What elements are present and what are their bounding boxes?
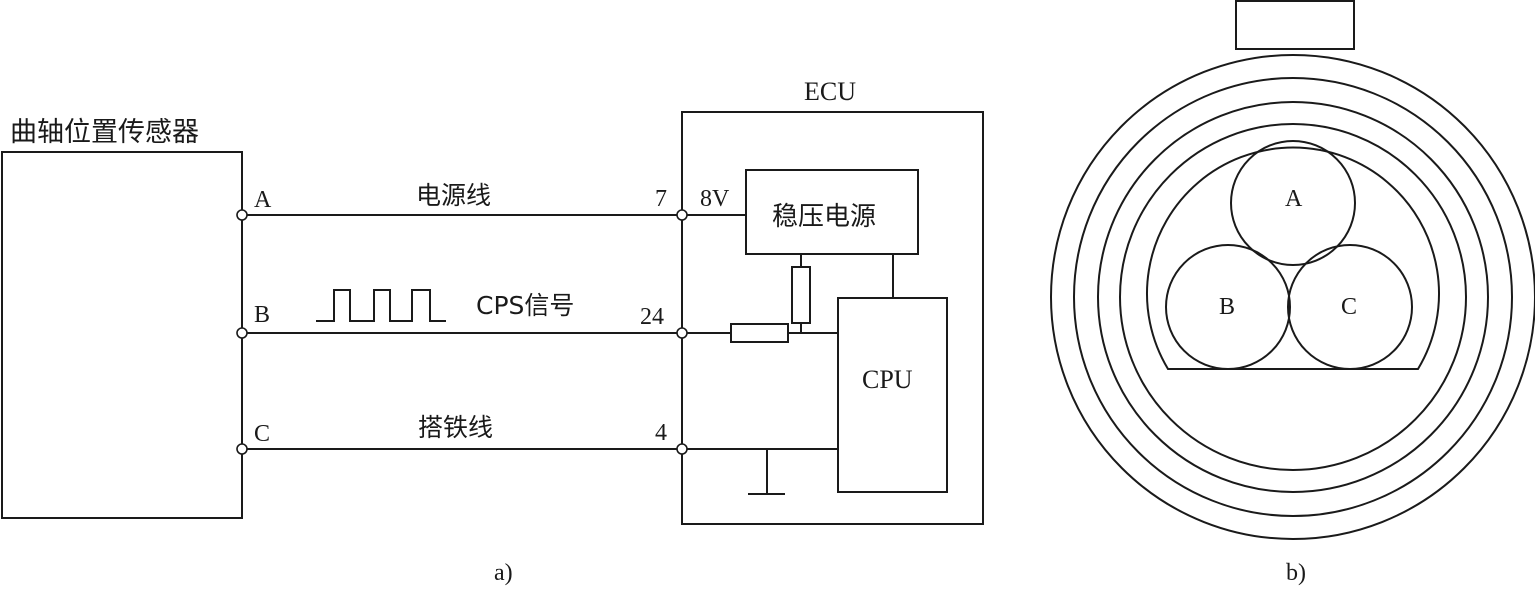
ground-wire-label: 搭铁线	[418, 413, 493, 442]
sensor-box	[1, 151, 243, 519]
terminal-ecu-7	[676, 209, 688, 221]
terminal-sensor-c	[236, 443, 248, 455]
pin-b-label: B	[1219, 294, 1235, 320]
sensor-label: 曲轴位置传感器	[10, 117, 199, 148]
regulator-box	[745, 169, 919, 255]
caption-b: b)	[1286, 560, 1306, 586]
pin-b-circle	[1165, 244, 1291, 370]
terminal-sensor-b	[236, 327, 248, 339]
voltage-label: 8V	[700, 186, 730, 212]
pin-c-circle	[1287, 244, 1413, 370]
connector-ring-4	[1119, 123, 1467, 471]
diagram-a: 曲轴位置传感器 A B C 电源线 CPS信号 搭铁线 ECU 7 24 4 8…	[1, 77, 984, 586]
terminal-sensor-a	[236, 209, 248, 221]
ecu-pin-power: 7	[655, 186, 667, 212]
diagram-b: A B C b)	[1050, 0, 1535, 586]
pin-c-label: C	[1341, 294, 1357, 320]
series-resistor-icon	[730, 323, 789, 343]
pullup-resistor-icon	[791, 266, 811, 324]
sensor-pin-a: A	[254, 187, 272, 213]
ecu-pin-ground: 4	[655, 420, 667, 446]
pulse-waveform-icon	[316, 289, 446, 322]
connector-ring-2	[1073, 77, 1513, 517]
cpu-box	[837, 297, 948, 493]
connector-outer-ring	[1050, 54, 1535, 540]
terminal-ecu-4	[676, 443, 688, 455]
caption-a: a)	[494, 560, 513, 586]
power-wire-label: 电源线	[416, 181, 491, 210]
connector-ring-3	[1097, 101, 1489, 493]
pin-a-label: A	[1285, 186, 1303, 212]
pin-a-circle	[1230, 140, 1356, 266]
regulator-label: 稳压电源	[772, 202, 876, 232]
connector-tab	[1235, 0, 1355, 50]
sensor-pin-b: B	[254, 302, 270, 328]
pin-cavity	[1146, 146, 1440, 370]
ecu-label: ECU	[804, 77, 856, 106]
ecu-pin-signal: 24	[640, 304, 664, 330]
sensor-pin-c: C	[254, 421, 270, 447]
terminal-ecu-24	[676, 327, 688, 339]
cpu-label: CPU	[862, 365, 913, 394]
signal-wire-label: CPS信号	[476, 291, 574, 320]
ecu-box	[681, 111, 984, 525]
